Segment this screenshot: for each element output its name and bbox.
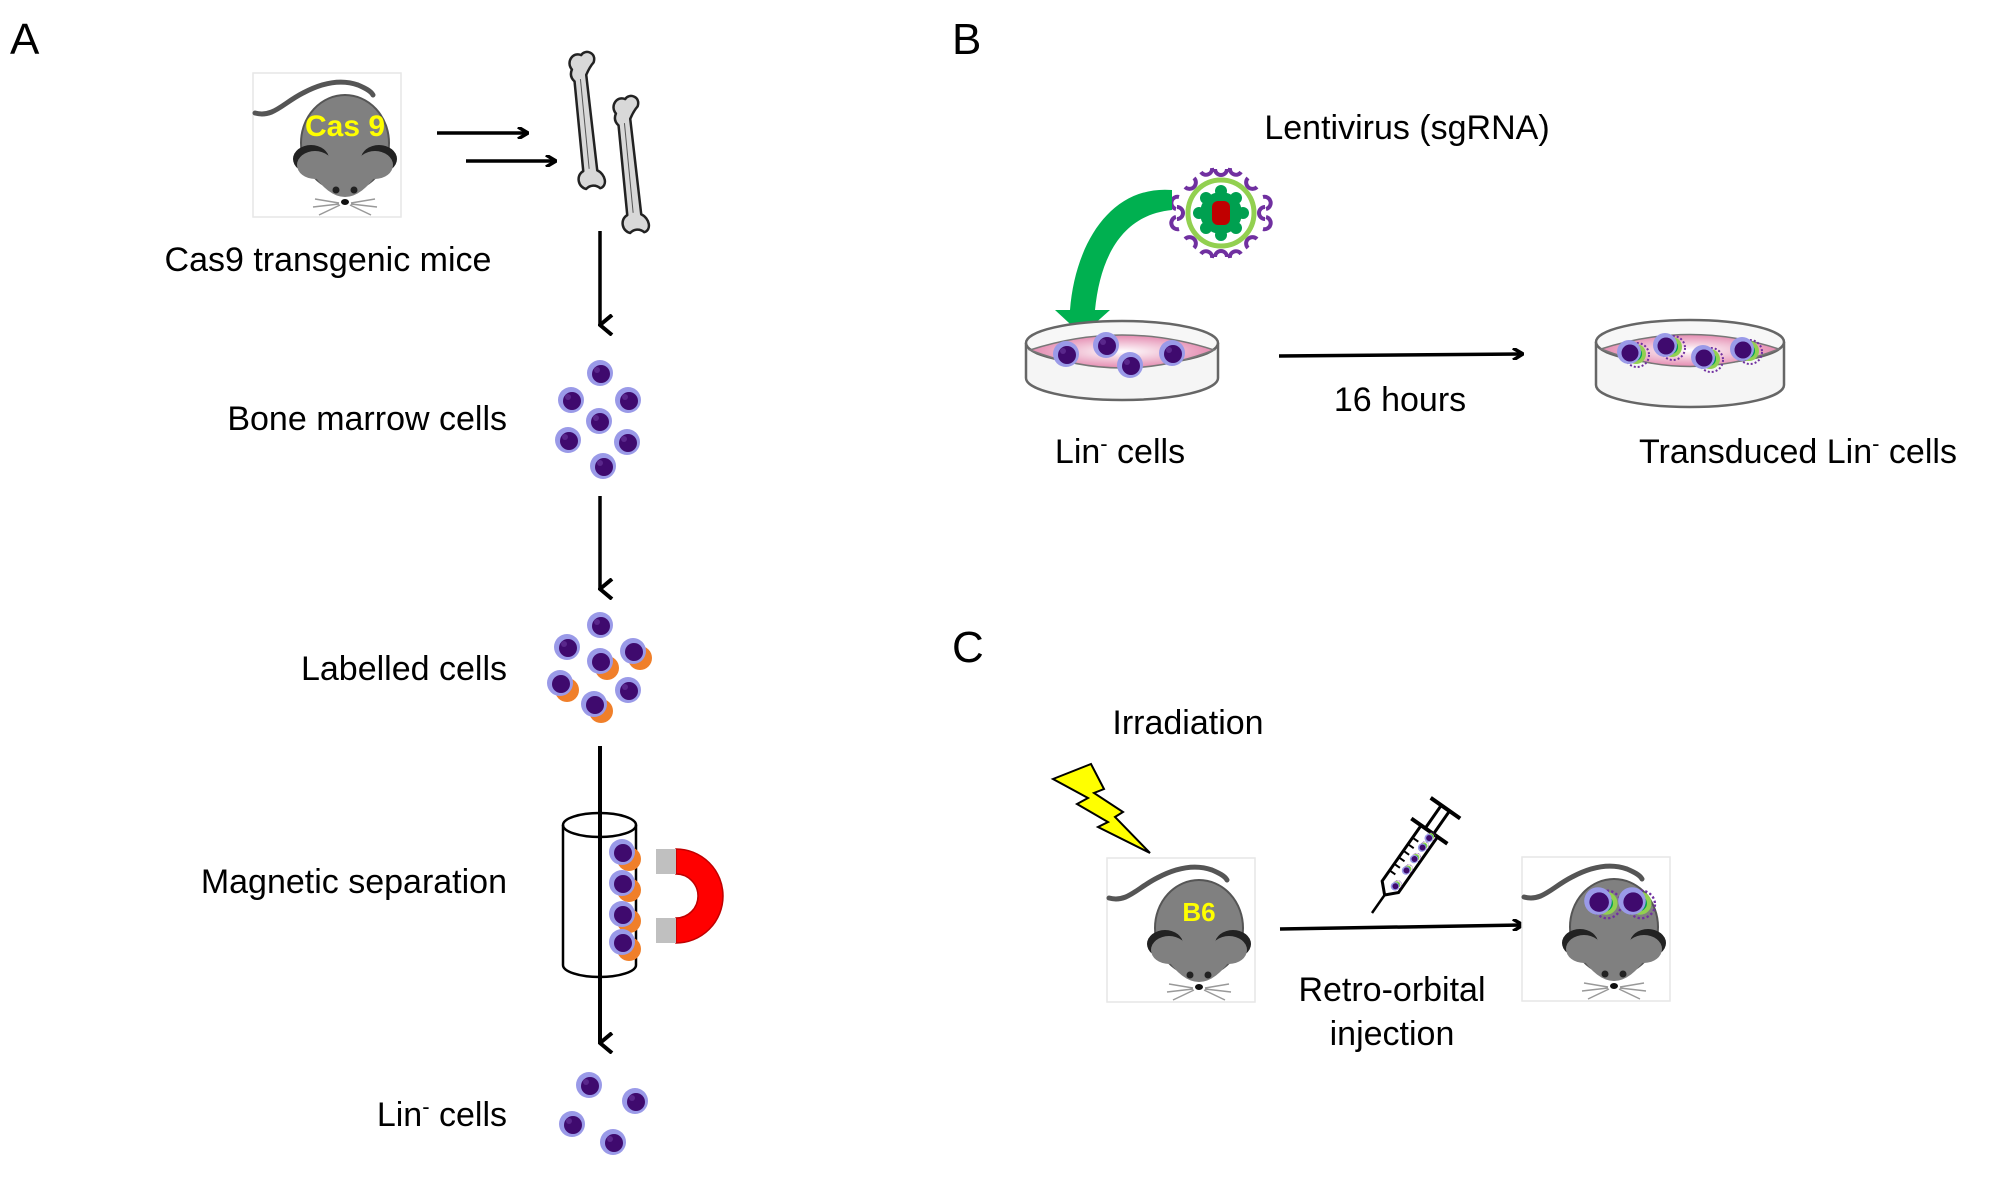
panel-b: B Lentivirus (sgRNA) xyxy=(952,15,1957,471)
injection-label-line2: injection xyxy=(1330,1015,1455,1053)
cas9-mouse-icon: Cas 9 xyxy=(253,73,401,217)
panel-a-letter: A xyxy=(10,15,40,64)
arrow-16-hours xyxy=(1278,354,1522,356)
bone-marrow-cells-cluster xyxy=(555,360,641,479)
lentivirus-icon xyxy=(1169,167,1273,259)
cell-icon xyxy=(576,1072,602,1098)
injection-label-line1: Retro-orbital xyxy=(1298,971,1485,1009)
step-label-cas9-mice: Cas9 transgenic mice xyxy=(165,241,492,279)
cell-icon xyxy=(558,387,584,413)
step-label-lin-neg-cells: Lin- cells xyxy=(377,1094,507,1134)
cell-icon xyxy=(615,387,641,413)
cell-icon xyxy=(615,677,641,703)
cell-icon xyxy=(590,453,616,479)
labelled-cell-icon xyxy=(581,691,613,723)
labelled-cell-icon xyxy=(587,648,619,680)
syringe-icon xyxy=(1370,796,1462,914)
cell-icon xyxy=(1053,341,1079,367)
green-transduction-arrow xyxy=(1055,189,1172,335)
cell-icon xyxy=(587,360,613,386)
cell-icon xyxy=(600,1129,626,1155)
step-label-bone-marrow: Bone marrow cells xyxy=(227,400,507,438)
cell-icon xyxy=(614,429,640,455)
cas9-mouse-label: Cas 9 xyxy=(305,110,385,143)
cell-icon xyxy=(1093,332,1119,358)
labelled-cell-icon xyxy=(620,638,652,670)
dish-transduced-cells xyxy=(1594,318,1786,409)
bone-icon-1 xyxy=(567,50,607,191)
b6-mouse-label: B6 xyxy=(1182,897,1215,927)
lightning-icon xyxy=(1050,762,1151,854)
cell-icon xyxy=(587,612,613,638)
cell-icon xyxy=(554,634,580,660)
panel-c: C Irradiation B6 xyxy=(952,623,1670,1053)
irradiation-label: Irradiation xyxy=(1112,704,1263,742)
lin-neg-cells-cluster xyxy=(559,1072,648,1155)
cell-icon xyxy=(622,1088,648,1114)
transduced-cells-label: Transduced Lin- cells xyxy=(1639,431,1957,471)
step-label-labelled-cells: Labelled cells xyxy=(301,650,507,688)
magnet-icon xyxy=(656,848,724,944)
panel-b-letter: B xyxy=(952,15,981,64)
cell-icon xyxy=(1117,352,1143,378)
labelled-cell-icon xyxy=(547,670,579,702)
cell-icon xyxy=(1159,340,1185,366)
arrow-injection xyxy=(1279,925,1522,929)
panel-a: A Cas 9 Cas9 transgenic mice Bone marrow… xyxy=(10,15,724,1155)
bone-icon-2 xyxy=(611,94,651,235)
dish-lin-neg-cells xyxy=(1024,319,1220,402)
lin-neg-cells-label: Lin- cells xyxy=(1055,431,1185,471)
recipient-mouse-icon xyxy=(1522,857,1670,1001)
cell-icon xyxy=(586,408,612,434)
labelled-cells-cluster xyxy=(547,612,652,723)
cell-icon xyxy=(559,1111,585,1137)
step-label-magnetic-separation: Magnetic separation xyxy=(201,863,507,901)
lentivirus-label: Lentivirus (sgRNA) xyxy=(1264,109,1549,147)
incubation-time-label: 16 hours xyxy=(1334,381,1466,419)
b6-mouse-icon: B6 xyxy=(1107,858,1255,1002)
panel-c-letter: C xyxy=(952,623,984,672)
cell-icon xyxy=(555,427,581,453)
